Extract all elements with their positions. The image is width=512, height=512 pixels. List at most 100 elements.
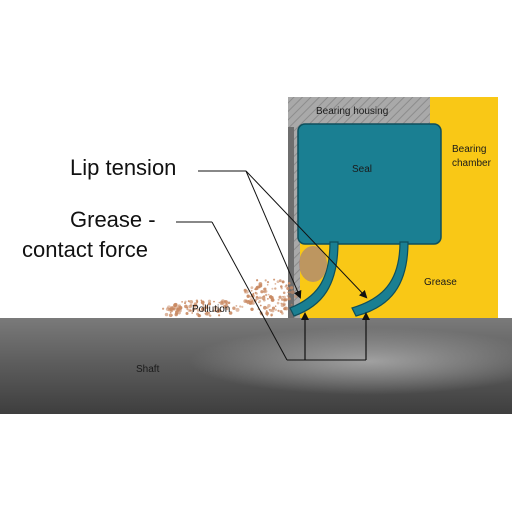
pollution-particle: [246, 294, 250, 298]
pollution-particle: [235, 305, 238, 307]
pollution-particle: [225, 307, 229, 311]
pollution-particle: [187, 309, 191, 312]
pollution-particle: [260, 290, 264, 294]
pollution-particle: [184, 300, 187, 303]
pollution-particle: [251, 300, 253, 303]
pollution-particle: [279, 310, 283, 314]
pollution-particle: [196, 312, 200, 316]
pollution-particle: [196, 300, 199, 303]
pollution-particle: [232, 306, 236, 310]
label-bearing-chamber-1: Bearing: [452, 144, 486, 155]
pollution-particle: [176, 306, 179, 309]
pollution-particle: [187, 300, 190, 303]
seal-body: [297, 123, 442, 245]
pollution-particle: [263, 305, 267, 310]
label-grease-contact-force-1: Grease -: [70, 207, 156, 232]
label-grease-contact-force-2: contact force: [22, 237, 148, 262]
pollution-particle: [263, 290, 265, 293]
pollution-particle: [267, 304, 271, 308]
pollution-particle: [250, 289, 253, 292]
pollution-particle: [250, 307, 254, 311]
pollution-particle: [271, 306, 276, 310]
pollution-particle: [218, 314, 221, 317]
pollution-pocket: [299, 246, 327, 282]
pollution-particle: [274, 308, 277, 311]
pollution-particle: [189, 300, 194, 304]
pollution-particle: [274, 283, 277, 285]
pollution-particle: [288, 291, 291, 294]
pollution-particle: [290, 303, 293, 306]
pollution-particle: [283, 307, 287, 311]
pollution-particle: [168, 313, 173, 318]
pollution-particle: [259, 304, 262, 307]
pollution-particle: [169, 308, 173, 312]
pollution-particle: [239, 305, 242, 308]
pollution-particle: [283, 298, 286, 301]
pollution-particle: [267, 293, 270, 296]
pollution-particle: [290, 290, 295, 295]
pollution-particle: [280, 302, 283, 305]
pollution-particle: [213, 300, 215, 303]
pollution-particle: [294, 295, 298, 298]
pollution-particle: [285, 284, 288, 287]
pollution-particle: [205, 305, 208, 309]
pollution-particle: [245, 300, 249, 304]
pollution-particle: [235, 307, 240, 312]
pollution-particle: [198, 314, 202, 318]
pollution-particle: [195, 308, 198, 310]
pollution-particle: [282, 291, 286, 295]
pollution-particle: [265, 311, 269, 316]
pollution-particle: [206, 311, 211, 316]
pollution-particle: [278, 295, 282, 299]
pollution-particle: [262, 298, 266, 302]
label-grease: Grease: [424, 277, 457, 288]
pollution-particle: [215, 309, 220, 313]
seal-lip-right: [351, 241, 409, 317]
pollution-particle: [280, 287, 283, 290]
pollution-particle: [193, 305, 196, 307]
pollution-particle: [287, 297, 291, 301]
pollution-particle: [273, 278, 276, 281]
pollution-particle: [200, 299, 203, 302]
pollution-particle: [286, 286, 290, 291]
pollution-particle: [200, 309, 203, 312]
pollution-particle: [200, 300, 205, 305]
pollution-particle: [287, 282, 291, 285]
pollution-particle: [276, 301, 280, 305]
pollution-particle: [281, 295, 284, 298]
pollution-particle: [228, 311, 233, 315]
pollution-particle: [268, 308, 271, 311]
lip-tension-arrow-1: [245, 170, 302, 299]
pollution-particle: [257, 284, 261, 289]
pollution-particle: [227, 301, 231, 305]
pollution-particle: [277, 309, 280, 312]
pollution-particle: [266, 281, 270, 284]
pollution-particle: [286, 294, 290, 298]
lip-tension-arrow-2: [245, 170, 368, 299]
pollution-particle: [267, 298, 269, 300]
pollution-particle: [241, 305, 244, 308]
pollution-particle: [196, 308, 200, 312]
pollution-particle: [178, 306, 181, 308]
pollution-particle: [243, 288, 247, 292]
pollution-particle: [248, 301, 253, 305]
pollution-particle: [186, 307, 189, 311]
pollution-particle: [277, 298, 280, 301]
pollution-particle: [224, 300, 228, 304]
pollution-particle: [262, 287, 267, 291]
pollution-particle: [274, 287, 277, 290]
pollution-particle: [271, 287, 274, 290]
label-lip-tension: Lip tension: [70, 155, 176, 180]
pollution-particle: [258, 296, 262, 300]
pollution-particle: [191, 312, 194, 314]
pollution-particle: [207, 299, 212, 303]
pollution-particle: [266, 284, 269, 286]
bearing-housing: [288, 97, 430, 318]
pollution-particle: [255, 296, 259, 300]
pollution-particle: [181, 301, 184, 303]
pollution-particle: [289, 286, 294, 290]
pollution-particle: [207, 302, 212, 306]
pollution-particle: [256, 279, 259, 282]
